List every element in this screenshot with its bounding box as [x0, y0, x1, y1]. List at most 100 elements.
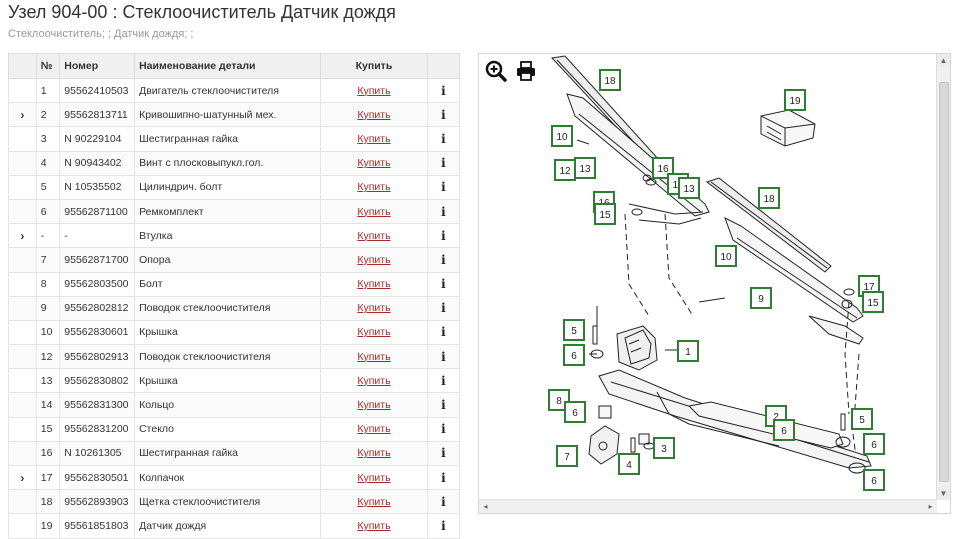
diagram-callout[interactable]: 13: [678, 177, 700, 199]
diagram-callout[interactable]: 19: [784, 89, 806, 111]
vertical-scrollbar[interactable]: ▲ ▼: [936, 54, 950, 500]
buy-link[interactable]: Купить: [357, 495, 391, 508]
diagram-callout[interactable]: 18: [758, 187, 780, 209]
diagram-callout[interactable]: 15: [594, 203, 616, 225]
expand-chevron-icon[interactable]: [8, 344, 37, 370]
buy-link[interactable]: Купить: [357, 205, 391, 218]
diagram-callout[interactable]: 9: [750, 287, 772, 309]
cell-name: Датчик дождя: [134, 513, 322, 539]
diagram-callout[interactable]: 7: [556, 445, 578, 467]
diagram-callout[interactable]: 10: [551, 125, 573, 147]
scroll-up-icon[interactable]: ▲: [937, 54, 950, 67]
cell-buy: Купить: [320, 271, 428, 297]
diagram-callout[interactable]: 15: [862, 291, 884, 313]
expand-chevron-icon[interactable]: [8, 126, 37, 152]
info-icon[interactable]: i: [441, 277, 446, 292]
diagram-callout[interactable]: 3: [653, 437, 675, 459]
expand-chevron-icon[interactable]: [8, 247, 37, 273]
expand-chevron-icon[interactable]: ›: [8, 223, 37, 249]
buy-link[interactable]: Купить: [357, 181, 391, 194]
buy-link[interactable]: Купить: [357, 519, 391, 532]
buy-link[interactable]: Купить: [357, 157, 391, 170]
cell-buy: Купить: [320, 295, 428, 321]
expand-chevron-icon[interactable]: [8, 416, 37, 442]
info-icon[interactable]: i: [441, 180, 446, 195]
diagram-callout[interactable]: 4: [618, 453, 640, 475]
info-icon[interactable]: i: [441, 518, 446, 533]
buy-link[interactable]: Купить: [357, 108, 391, 121]
scroll-left-icon[interactable]: ◂: [483, 502, 488, 511]
print-icon[interactable]: [515, 60, 537, 82]
diagram-callout[interactable]: 1: [677, 340, 699, 362]
expand-chevron-icon[interactable]: [8, 198, 37, 225]
horizontal-scrollbar[interactable]: ◂ ▸: [479, 499, 937, 513]
buy-link[interactable]: Купить: [357, 399, 391, 412]
info-icon[interactable]: i: [441, 83, 446, 98]
expand-chevron-icon[interactable]: [8, 513, 37, 539]
scroll-down-icon[interactable]: ▼: [937, 487, 950, 500]
expand-chevron-icon[interactable]: [8, 174, 37, 200]
expand-chevron-icon[interactable]: ›: [8, 464, 37, 491]
expand-chevron-icon[interactable]: [8, 368, 37, 394]
info-icon[interactable]: i: [441, 156, 446, 171]
diagram-panel[interactable]: 1819101213161413161518101715951686265674…: [478, 53, 951, 514]
diagram-callout[interactable]: 6: [863, 469, 885, 491]
buy-link[interactable]: Купить: [357, 350, 391, 363]
buy-link[interactable]: Купить: [357, 278, 391, 291]
info-icon[interactable]: i: [441, 228, 446, 243]
expand-chevron-icon[interactable]: [8, 489, 37, 515]
diagram-callout[interactable]: 10: [715, 245, 737, 267]
zoom-in-icon[interactable]: [485, 60, 507, 82]
buy-link[interactable]: Купить: [357, 447, 391, 460]
diagram-callout[interactable]: 12: [554, 159, 576, 181]
expand-chevron-icon[interactable]: [8, 440, 37, 467]
diagram-callout[interactable]: 6: [564, 401, 586, 423]
svg-text:15: 15: [599, 210, 611, 221]
info-icon[interactable]: i: [441, 349, 446, 364]
diagram-callout[interactable]: 6: [563, 344, 585, 366]
diagram-callout[interactable]: 5: [563, 319, 585, 341]
info-icon[interactable]: i: [441, 204, 446, 219]
buy-link[interactable]: Купить: [357, 229, 391, 242]
buy-link[interactable]: Купить: [357, 326, 391, 339]
info-icon[interactable]: i: [441, 252, 446, 267]
cell-name: Колпачок: [134, 464, 322, 491]
expand-chevron-icon[interactable]: ›: [8, 102, 37, 128]
buy-link[interactable]: Купить: [357, 374, 391, 387]
cell-info: i: [426, 271, 461, 297]
expand-chevron-icon[interactable]: [8, 271, 37, 297]
info-icon[interactable]: i: [441, 131, 446, 146]
cell-number: 95561851803: [59, 513, 136, 539]
buy-link[interactable]: Купить: [357, 132, 391, 145]
info-icon[interactable]: i: [441, 446, 446, 461]
expand-chevron-icon[interactable]: [8, 295, 37, 321]
buy-link[interactable]: Купить: [357, 84, 391, 97]
buy-link[interactable]: Купить: [357, 253, 391, 266]
info-icon[interactable]: i: [441, 301, 446, 316]
info-icon[interactable]: i: [441, 373, 446, 388]
info-icon[interactable]: i: [441, 470, 446, 485]
cell-info: i: [426, 223, 461, 249]
expand-chevron-icon[interactable]: [8, 150, 37, 176]
buy-link[interactable]: Купить: [357, 302, 391, 315]
expand-chevron-icon[interactable]: [8, 77, 37, 104]
buy-link[interactable]: Купить: [357, 471, 391, 484]
info-icon[interactable]: i: [441, 422, 446, 437]
scroll-right-icon[interactable]: ▸: [928, 502, 933, 511]
diagram-callout[interactable]: 6: [863, 433, 885, 455]
diagram-callout[interactable]: 18: [599, 69, 621, 91]
diagram-callout[interactable]: 13: [574, 157, 596, 179]
cell-number: 95562831300: [59, 392, 136, 418]
diagram-callout[interactable]: 5: [851, 408, 873, 430]
info-icon[interactable]: i: [441, 494, 446, 509]
scrollbar-thumb[interactable]: [939, 82, 949, 482]
info-icon[interactable]: i: [441, 107, 446, 122]
info-icon[interactable]: i: [441, 325, 446, 340]
buy-link[interactable]: Купить: [357, 423, 391, 436]
cell-name: Втулка: [134, 223, 322, 249]
diagram-callout[interactable]: 6: [773, 419, 795, 441]
expand-chevron-icon[interactable]: [8, 392, 37, 418]
expand-chevron-icon[interactable]: [8, 319, 37, 346]
info-icon[interactable]: i: [441, 398, 446, 413]
